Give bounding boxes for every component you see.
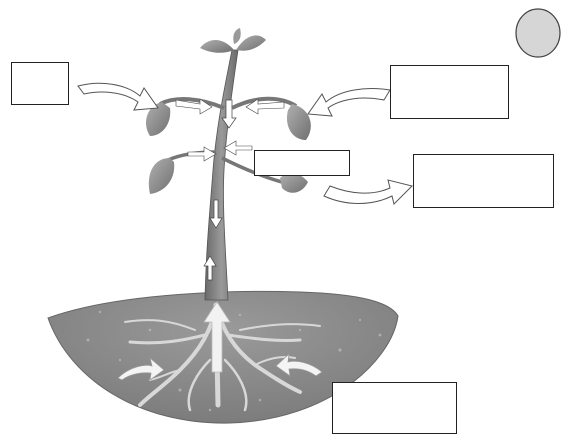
label-box-middle[interactable] [254,150,350,176]
leaf-icon [233,28,241,44]
flow-arrow-icon [188,147,216,161]
flow-arrow-icon [224,141,252,155]
label-box-bottom-right[interactable] [332,382,457,434]
label-box-right[interactable] [413,154,554,208]
flow-arrow-icon [324,180,412,204]
leaf-icon [236,35,266,50]
label-box-top-right[interactable] [390,65,509,119]
label-box-top-left[interactable] [11,62,69,105]
leaf-icon [280,173,308,193]
leaf-icon [287,104,311,140]
leaf-icon [200,40,234,53]
sun-icon [516,9,560,57]
leaf-icon [149,158,174,194]
flow-arrow-icon [78,83,158,110]
flow-arrow-icon [308,89,390,117]
